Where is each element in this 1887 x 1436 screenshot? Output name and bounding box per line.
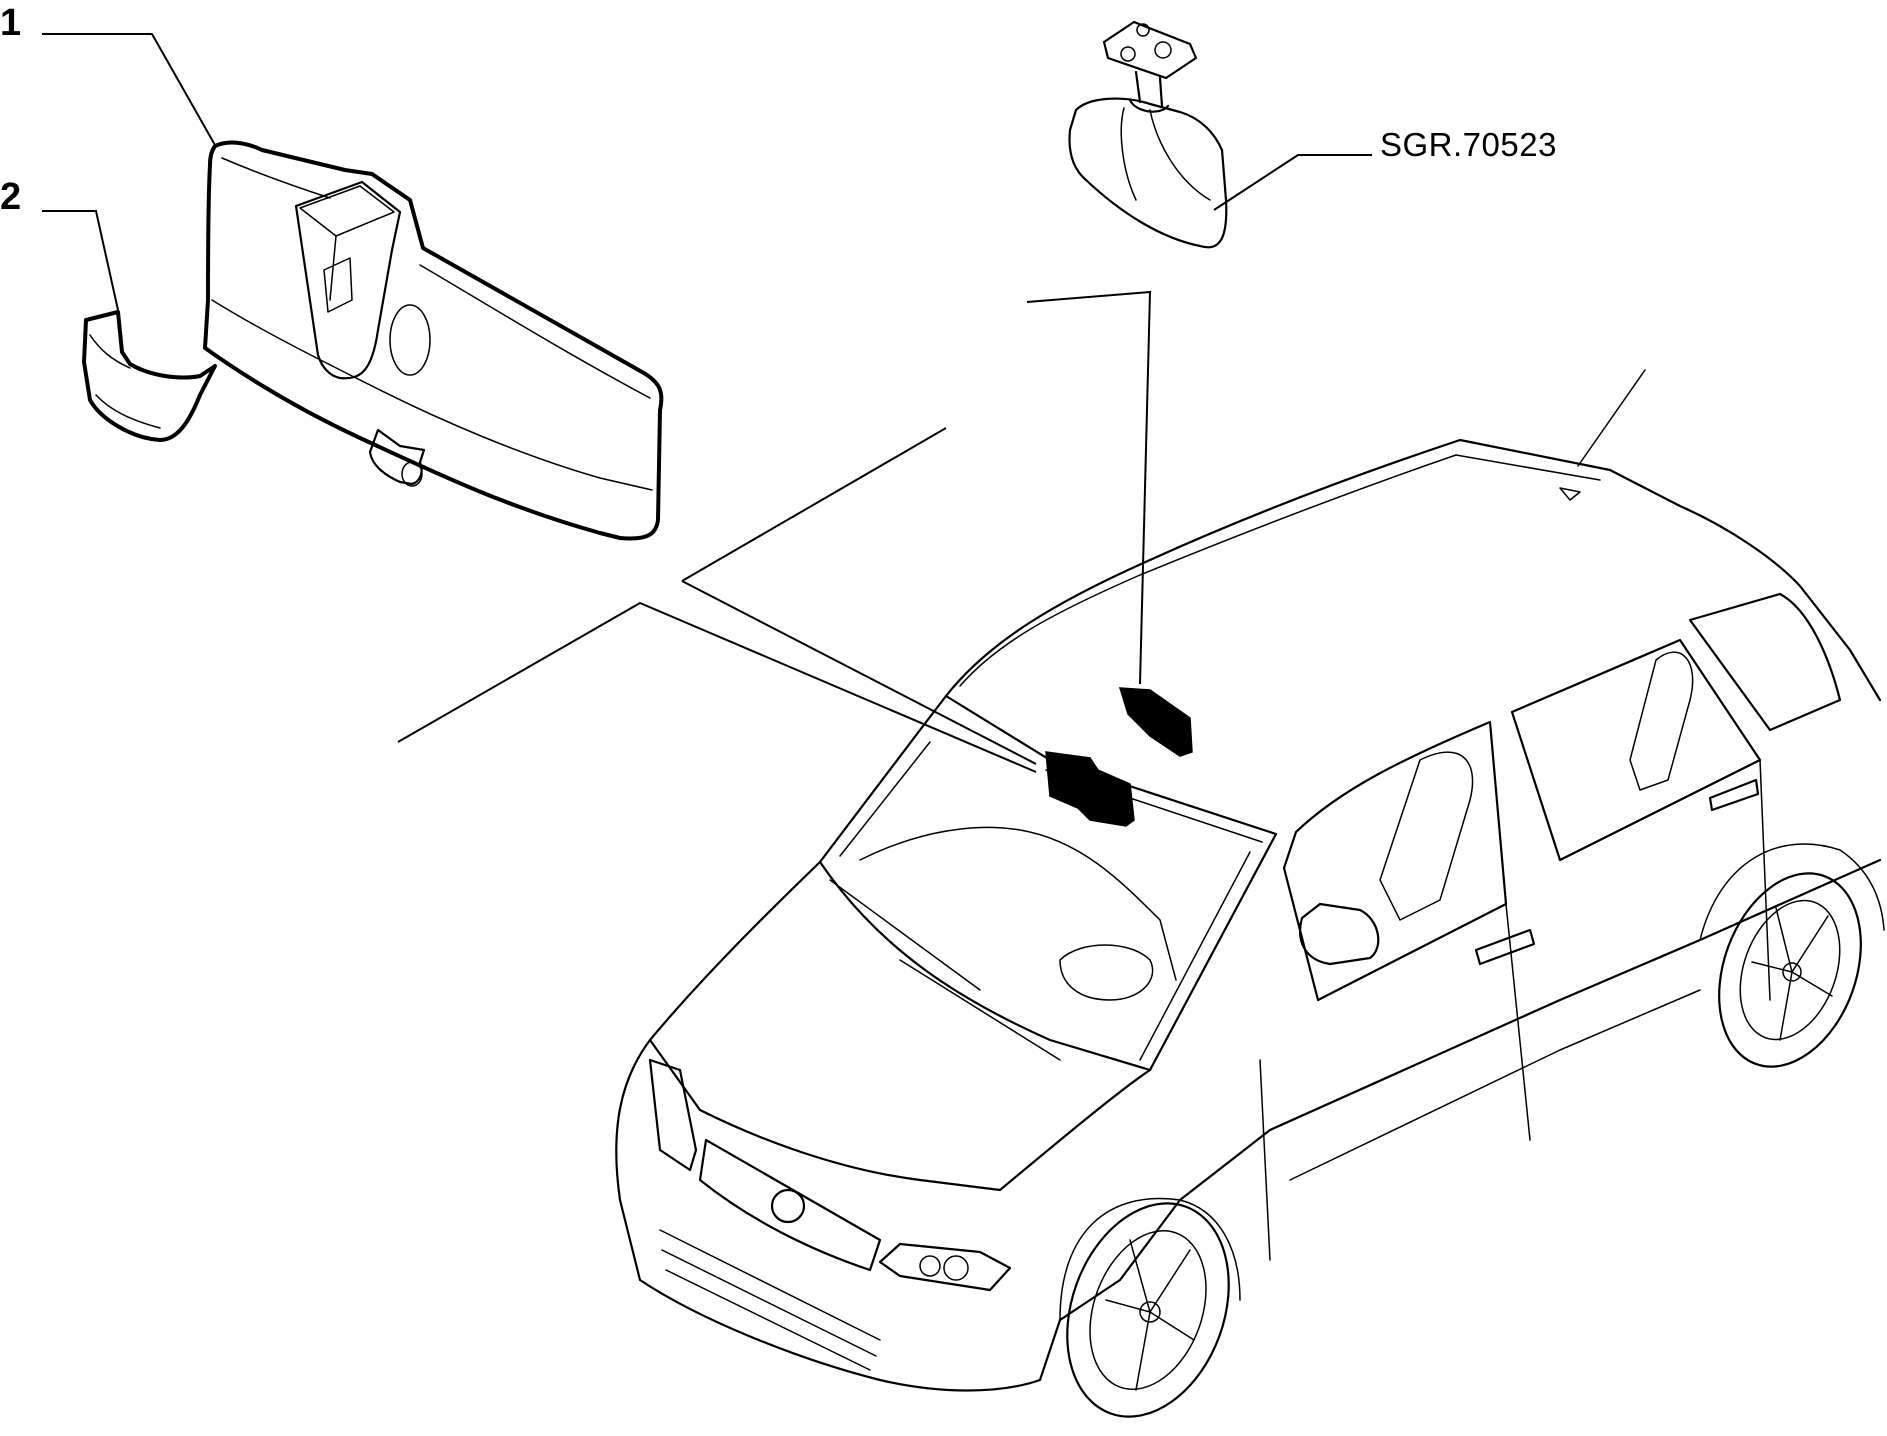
replacement-mirror (1068, 20, 1372, 249)
part-1-mirror (42, 33, 664, 541)
callout-part-1: 1 (0, 2, 22, 44)
replacement-mirror-body (1068, 97, 1228, 249)
part-2-cover (42, 210, 217, 442)
mirror-cover-shape (82, 310, 217, 442)
mirror-cover-inner (89, 334, 161, 429)
dashboard (859, 826, 1177, 981)
mirror-inner-edge (221, 157, 651, 399)
body-side (1058, 858, 1882, 1322)
windshield (818, 694, 1278, 1072)
front-arch (1059, 1197, 1241, 1321)
replacement-mirror-inner (1120, 107, 1211, 201)
rear-spokes (1751, 907, 1833, 1041)
front-door-line (1259, 903, 1531, 1261)
front-rim (1089, 1230, 1207, 1390)
front-door-window (1282, 720, 1508, 1002)
door-crease (1289, 989, 1701, 1181)
car-roof (944, 438, 1882, 702)
leader-line-2 (42, 210, 119, 311)
mirror-location-main (1045, 751, 1135, 827)
reference-leader (1213, 154, 1372, 211)
rear-arch (1699, 843, 1885, 941)
guide-line-mirror-a (681, 427, 947, 582)
front-tire (1066, 1202, 1230, 1418)
front-hub (1139, 1301, 1161, 1323)
mirror-clip (368, 428, 426, 486)
mirror-mount-pivot (389, 304, 431, 376)
hood (648, 860, 1152, 1192)
guide-line-replacement (1026, 290, 1152, 685)
guide-line-mirror-c (397, 601, 1037, 773)
mount-plate (1102, 20, 1198, 80)
leader-line-1 (42, 33, 216, 146)
rear-seat (1629, 651, 1694, 791)
mirror-mount-top (299, 185, 395, 313)
right-headlight (878, 1242, 1012, 1292)
grille-emblem (770, 1188, 806, 1224)
rear-hub (1782, 962, 1802, 982)
front-wheel (1066, 1202, 1230, 1418)
driver-seat (1379, 751, 1474, 921)
reference-code: SGR.70523 (1380, 126, 1557, 163)
mirror-location-replacement (1118, 687, 1193, 757)
front-spokes (1105, 1239, 1195, 1391)
mount-stem (1128, 70, 1170, 113)
rear-door-window (1510, 638, 1762, 862)
lower-grille (659, 1229, 881, 1371)
assembly-guide-lines (397, 290, 1152, 773)
left-headlight (648, 1058, 698, 1172)
grille (698, 1138, 882, 1272)
plate-hole-2 (1136, 23, 1150, 37)
mirror-mount-stem (294, 180, 402, 380)
antenna (1559, 369, 1646, 501)
rear-wheel (1718, 872, 1862, 1068)
plate-hole-1 (1120, 46, 1136, 62)
right-headlight-lamp-1 (919, 1255, 941, 1277)
mirror-clip-end (401, 461, 423, 487)
callout-part-2: 2 (0, 176, 22, 218)
front-door-handle (1474, 928, 1536, 966)
roof-inner (959, 454, 1601, 687)
guide-line-mirror-b (681, 580, 1037, 765)
front-bumper (615, 1038, 1062, 1392)
rear-rim (1739, 899, 1841, 1041)
plate-hole-3 (1154, 41, 1172, 59)
mirror-bottom-edge (211, 299, 653, 491)
rear-quarter-window (1688, 592, 1842, 732)
wipers (829, 879, 1061, 1061)
mirror-housing (203, 140, 664, 541)
steering-wheel (1059, 944, 1154, 1001)
car-outline (615, 369, 1885, 1418)
right-headlight-lamp-2 (943, 1255, 969, 1281)
rear-tire (1718, 872, 1862, 1068)
side-mirror (1299, 902, 1380, 966)
rear-door-handle (1708, 778, 1760, 812)
rear-door-line (1759, 759, 1771, 1001)
